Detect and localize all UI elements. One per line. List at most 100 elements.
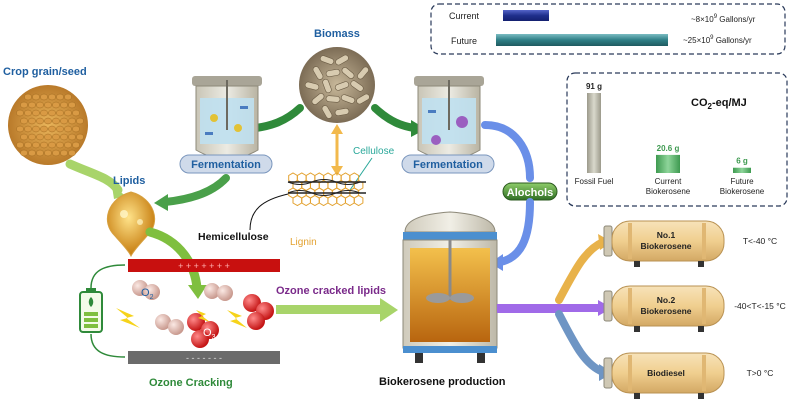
tank-rib [702, 288, 706, 324]
pellet [311, 93, 325, 105]
battery-cell [84, 312, 98, 316]
fermenter-lipids-arrowhead [154, 194, 168, 211]
future-label: Future [451, 36, 477, 46]
lignin-hexagon [327, 194, 338, 207]
tank-name: Biodiesel [647, 368, 685, 378]
positive-signs: + + + + + + + [178, 261, 230, 271]
tank-end-cap [603, 290, 613, 322]
lignocellulose-structure: Cellulose Hemicellulose Lignin [198, 146, 395, 248]
grain [60, 101, 68, 109]
grain [40, 125, 48, 133]
grain [60, 117, 68, 125]
grain [56, 125, 64, 133]
grain [32, 109, 40, 117]
grain [56, 141, 64, 149]
reactor-band-bottom [403, 346, 497, 353]
tank-end-cap [603, 225, 613, 257]
grain [60, 149, 68, 157]
grain [28, 149, 36, 157]
grain [52, 133, 60, 141]
grain [36, 133, 44, 141]
grain [16, 125, 24, 133]
virus-icon [431, 135, 441, 145]
pellet-texture [304, 54, 370, 119]
grain-to-lipids-arrow [65, 159, 123, 195]
lipids-to-ozone-arrow [145, 227, 202, 293]
negative-electrode [128, 351, 280, 364]
lipid-droplet [106, 191, 156, 258]
tank-leg [634, 261, 640, 267]
tank-name: No.1 [657, 230, 676, 240]
lipids-ozone-arrowhead [188, 285, 207, 299]
grain [32, 141, 40, 149]
emission-category-label: Fossil Fuel [575, 177, 614, 186]
lightning-icon [116, 308, 140, 328]
emission-bar [656, 154, 680, 173]
grain [48, 125, 56, 133]
grain [52, 117, 60, 125]
grain [28, 133, 36, 141]
cellulose-label: Cellulose [353, 146, 395, 157]
emission-category-label: Biokerosene [646, 187, 691, 196]
left-fermentation-pill [179, 154, 273, 174]
pellet [312, 66, 324, 80]
production-legend-frame [430, 3, 786, 55]
current-label: Current [449, 11, 480, 21]
grain [68, 117, 76, 125]
biokerosene-reactor: Biokerosene production [379, 211, 506, 388]
lipids-label: Lipids [113, 175, 145, 187]
hemicellulose-pointer [249, 193, 289, 231]
reactor-leg [415, 353, 423, 363]
reactor-dome [404, 211, 496, 233]
tank-rib [702, 355, 706, 391]
pellet [319, 55, 335, 65]
lignin-hexagon [318, 194, 329, 207]
grain [48, 109, 56, 117]
pellet [334, 81, 350, 91]
ozone-cracking-group: + + + + + + + - - - - - - - O2 O3 Ozone [79, 259, 280, 389]
grain [16, 141, 24, 149]
emission-category-label: Current [655, 177, 682, 186]
pellet [304, 81, 320, 91]
grain [56, 109, 64, 117]
right-fermenter: Fermentation [401, 76, 495, 174]
oxygen-atom [204, 283, 220, 299]
grain [68, 133, 76, 141]
tank-leg [698, 326, 704, 332]
oxygen-atom [144, 284, 160, 300]
tank-leg [634, 326, 640, 332]
tank-body [611, 285, 725, 327]
tank-leg [634, 393, 640, 399]
ozone-atom [247, 312, 265, 330]
pellet [350, 80, 364, 92]
grain [44, 117, 52, 125]
grain [52, 149, 60, 157]
grain-texture [16, 93, 84, 157]
grain [68, 149, 76, 157]
grain [44, 101, 52, 109]
grain [28, 117, 36, 125]
lignin-hexagon [353, 194, 364, 207]
alcohols-group: Alochols [502, 182, 558, 201]
emission-category-label: Biokerosene [720, 187, 765, 196]
emission-value-label: 20.6 g [657, 144, 680, 153]
cellulose-pointer [349, 157, 373, 191]
pellet [357, 66, 369, 80]
tank-condition: T<-40 °C [743, 236, 777, 246]
positive-electrode [128, 259, 280, 272]
grain [40, 141, 48, 149]
grain [36, 117, 44, 125]
lignin-hexagon [292, 194, 303, 207]
grain [24, 109, 32, 117]
tank-condition: -40<T<-15 °C [734, 301, 786, 311]
lignin-hexagon [336, 194, 346, 207]
emissions-frame [566, 72, 788, 207]
grain [48, 93, 56, 101]
biomass-to-left-fermenter-arrow [252, 104, 304, 132]
cell-icon [240, 106, 248, 109]
battery-terminal [86, 288, 96, 293]
